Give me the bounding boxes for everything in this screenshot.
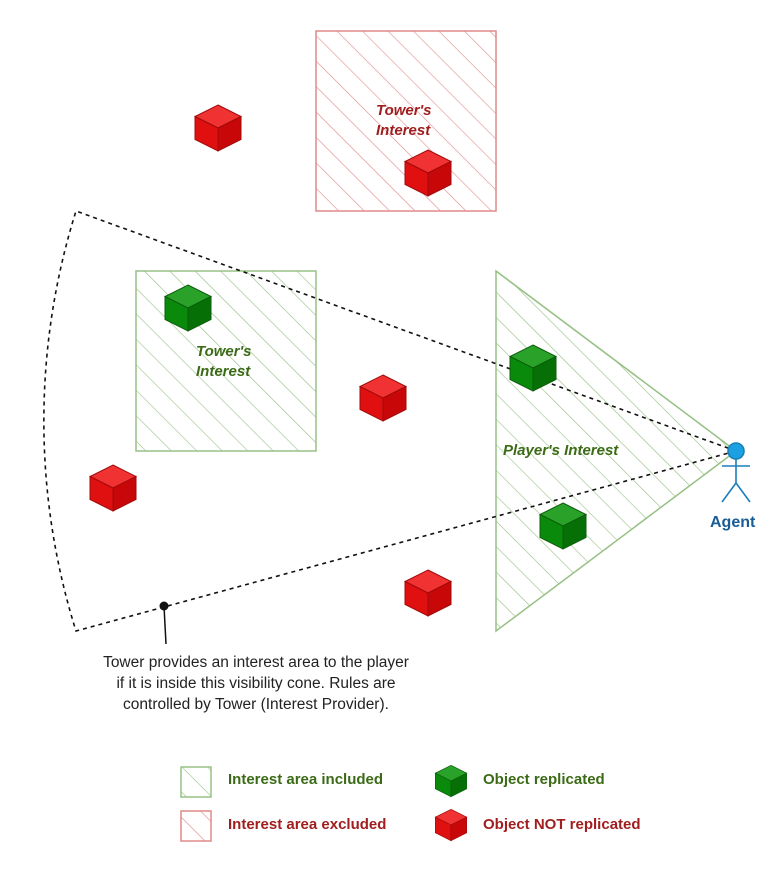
tower-included-label: Tower's Interest — [196, 342, 252, 382]
red-cube-icon — [359, 374, 407, 422]
tower-included-label-line2: Interest — [196, 363, 251, 380]
green-cube-icon — [435, 765, 467, 797]
legend-replicated-label: Object replicated — [483, 771, 605, 788]
caption-line1: Tower provides an interest area to the p… — [103, 654, 409, 671]
tower-excluded-label-line2: Interest — [376, 122, 431, 139]
agent-stick-figure-icon — [721, 442, 751, 503]
legend-not-replicated-label: Object NOT replicated — [483, 816, 641, 833]
caption-line2: if it is inside this visibility cone. Ru… — [116, 675, 396, 692]
tower-excluded-label: Tower's Interest — [376, 101, 432, 141]
legend-excluded-swatch — [180, 810, 212, 842]
agent-label: Agent — [710, 514, 756, 531]
red-cube-icon — [404, 569, 452, 617]
red-cube-icon — [435, 809, 467, 841]
legend-excluded-label: Interest area excluded — [228, 816, 387, 833]
callout-dot — [159, 601, 169, 611]
callout-line — [163, 605, 167, 645]
visibility-cone — [43, 209, 739, 632]
red-cube-icon — [194, 104, 242, 152]
legend-included-swatch — [180, 766, 212, 798]
tower-included-label-line1: Tower's — [196, 343, 252, 360]
red-cube-icon — [89, 464, 137, 512]
tower-excluded-label-line1: Tower's — [376, 102, 432, 119]
legend-included-label: Interest area included — [228, 771, 384, 788]
caption-line3: controlled by Tower (Interest Provider). — [123, 696, 389, 713]
player-interest-label: Player's Interest — [503, 442, 619, 459]
cone-caption: Tower provides an interest area to the p… — [56, 652, 456, 715]
